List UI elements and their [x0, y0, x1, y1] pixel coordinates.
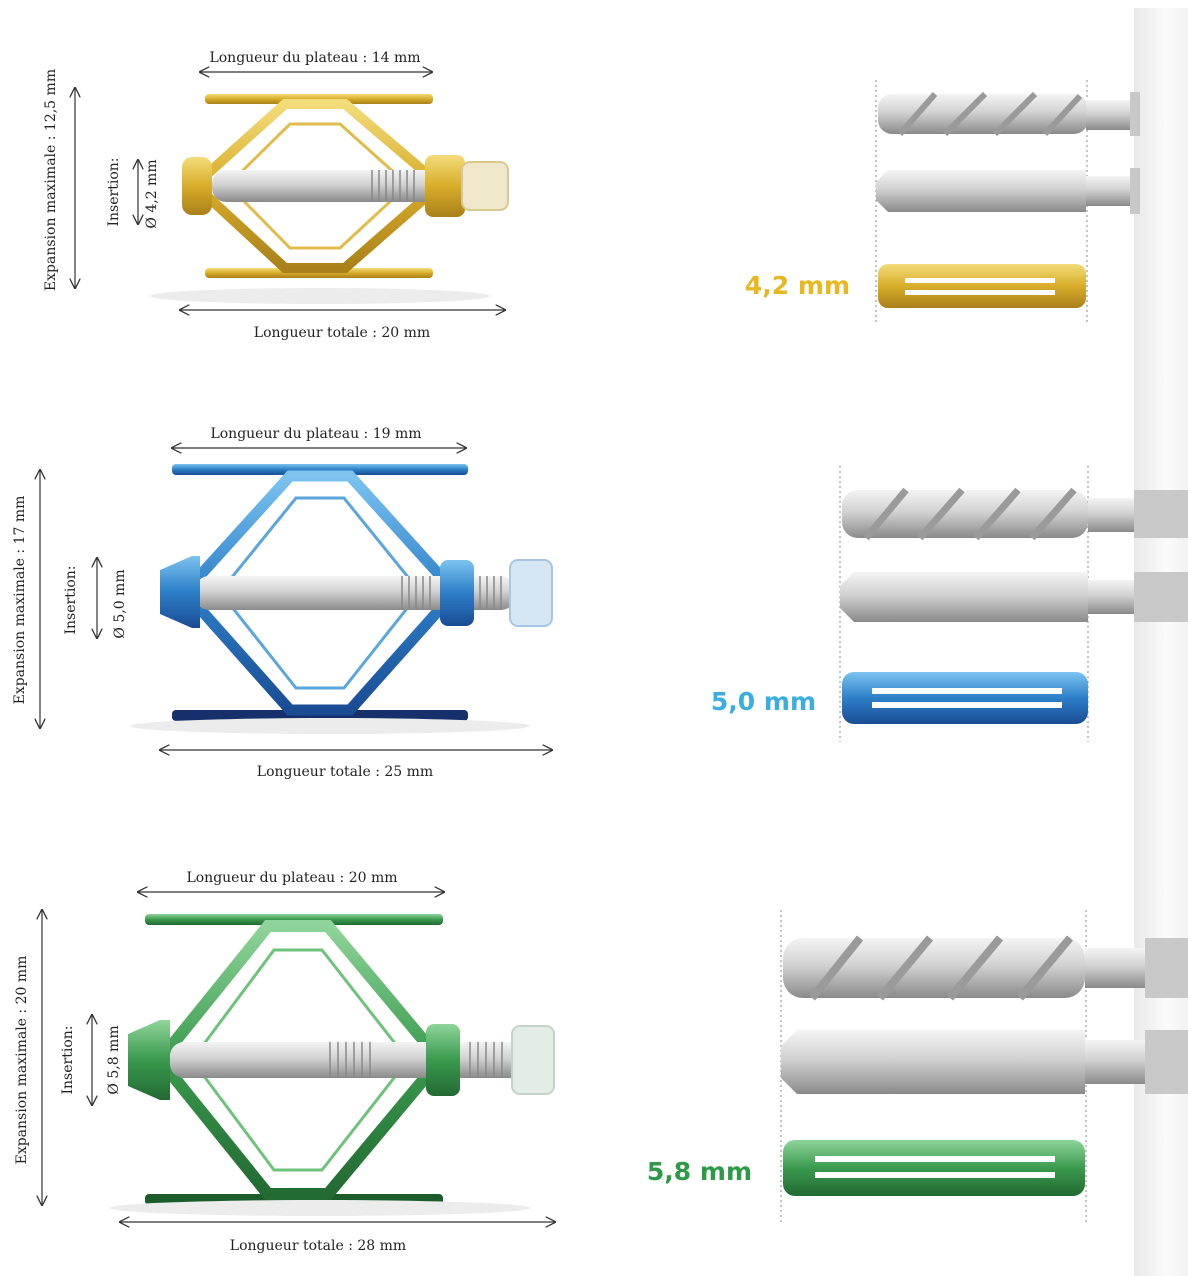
insertion-title: Insertion:: [60, 1026, 76, 1095]
expansion-max-label: Expansion maximale : 17 mm: [12, 496, 28, 705]
expansion-dimension: Expansion maximale : 20 mm: [14, 910, 42, 1205]
insertion-diameter: Ø 5,8 mm: [106, 1025, 122, 1094]
expanded-implant-green: [110, 914, 555, 1216]
collapsed-implant-blue: [842, 672, 1088, 724]
plateau-dimension: Longueur du plateau : 20 mm: [138, 870, 444, 892]
collapsed-implant-green: [783, 1140, 1085, 1196]
diameter-label-4-2: 4,2 mm: [745, 271, 850, 300]
implant-panel-5-0: Longueur du plateau : 19 mm Expansion ma…: [0, 400, 1188, 820]
drill-set-5-8: 5,8 mm: [647, 910, 1188, 1222]
implant-panel-5-8: Longueur du plateau : 20 mm Expansion ma…: [0, 850, 1188, 1276]
twist-drill-bit: [878, 91, 1140, 137]
insertion-title: Insertion:: [106, 158, 122, 227]
drill-set-4-2: 4,2 mm: [745, 80, 1140, 325]
expansion-dimension: Expansion maximale : 12,5 mm: [43, 69, 75, 291]
expanded-implant-blue: [130, 464, 553, 734]
diameter-label-5-8: 5,8 mm: [647, 1157, 752, 1186]
insertion-title: Insertion:: [63, 566, 79, 635]
plateau-dimension: Longueur du plateau : 14 mm: [200, 50, 432, 72]
insertion-dimension: Insertion: Ø 5,8 mm: [60, 1015, 122, 1105]
expansion-dimension: Expansion maximale : 17 mm: [12, 470, 40, 728]
plateau-length-label: Longueur du plateau : 14 mm: [209, 50, 420, 66]
twist-drill-bit: [842, 487, 1188, 541]
total-length-label: Longueur totale : 20 mm: [254, 325, 430, 341]
hex-shank-bit: [876, 168, 1140, 214]
diameter-label-5-0: 5,0 mm: [711, 687, 816, 716]
insertion-diameter: Ø 4,2 mm: [144, 159, 160, 228]
plateau-length-label: Longueur du plateau : 20 mm: [186, 870, 397, 886]
collapsed-implant-gold: [878, 264, 1086, 308]
plateau-length-label: Longueur du plateau : 19 mm: [210, 426, 421, 442]
expansion-max-label: Expansion maximale : 12,5 mm: [43, 69, 59, 291]
drill-set-5-0: 5,0 mm: [711, 466, 1188, 742]
hex-shank-bit: [840, 572, 1188, 622]
total-length-label: Longueur totale : 25 mm: [257, 764, 433, 780]
insertion-dimension: Insertion: Ø 4,2 mm: [106, 158, 160, 229]
plateau-dimension: Longueur du plateau : 19 mm: [172, 426, 466, 448]
expansion-max-label: Expansion maximale : 20 mm: [14, 956, 30, 1165]
implant-panel-4-2: Longueur du plateau : 14 mm Expansion ma…: [0, 0, 1188, 380]
total-length-label: Longueur totale : 28 mm: [230, 1238, 406, 1254]
insertion-diameter: Ø 5,0 mm: [112, 569, 128, 638]
total-length-dimension: Longueur totale : 20 mm: [180, 310, 505, 341]
total-length-dimension: Longueur totale : 28 mm: [120, 1222, 555, 1254]
expanded-implant-gold: [150, 94, 509, 304]
twist-drill-bit: [783, 935, 1188, 1001]
insertion-dimension: Insertion: Ø 5,0 mm: [63, 558, 128, 639]
hex-shank-bit: [781, 1030, 1188, 1094]
total-length-dimension: Longueur totale : 25 mm: [160, 750, 552, 780]
